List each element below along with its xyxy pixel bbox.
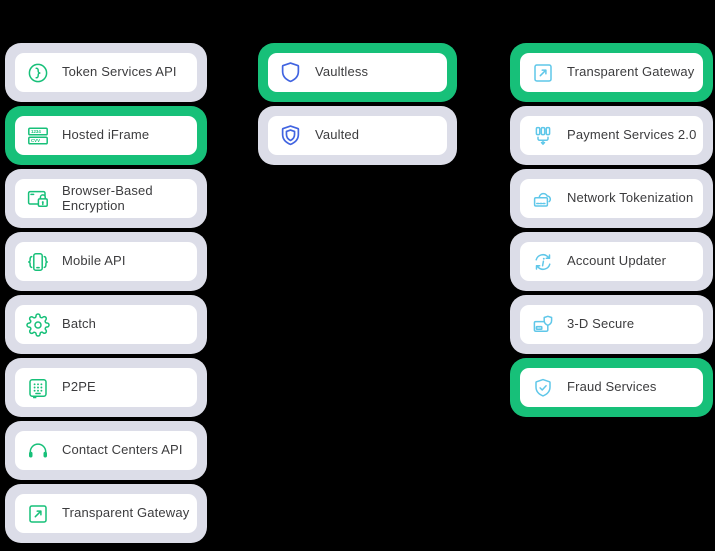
card-label: Token Services API bbox=[62, 64, 177, 80]
card-browser-based-encryption[interactable]: Browser-Based Encryption bbox=[5, 169, 207, 228]
browser-lock-icon bbox=[24, 187, 51, 211]
card-surface: Vaultless bbox=[268, 53, 447, 92]
card-surface: Fraud Services bbox=[520, 368, 703, 407]
card-surface: Batch bbox=[15, 305, 197, 344]
merge-slots-icon bbox=[529, 124, 556, 148]
card-label: Vaulted bbox=[315, 127, 360, 143]
card-contact-centers-api[interactable]: Contact Centers API bbox=[5, 421, 207, 480]
card-vaultless[interactable]: Vaultless bbox=[258, 43, 457, 102]
svg-text:1234: 1234 bbox=[31, 129, 41, 134]
card-surface: Transparent Gateway bbox=[520, 53, 703, 92]
card-fraud-services[interactable]: Fraud Services bbox=[510, 358, 713, 417]
card-batch[interactable]: Batch bbox=[5, 295, 207, 354]
card-surface: Contact Centers API bbox=[15, 431, 197, 470]
shield-icon bbox=[277, 59, 304, 86]
card-token-services-api[interactable]: Token Services API bbox=[5, 43, 207, 102]
expand-arrow-icon bbox=[24, 502, 51, 526]
cloud-card-icon bbox=[529, 187, 556, 211]
card-label: 3-D Secure bbox=[567, 316, 635, 332]
card-surface: Network Tokenization bbox=[520, 179, 703, 218]
card-label: Batch bbox=[62, 316, 96, 332]
card-surface: Account Updater bbox=[520, 242, 703, 281]
svg-text:1234: 1234 bbox=[537, 327, 543, 329]
card-account-updater[interactable]: Account Updater bbox=[510, 232, 713, 291]
card-label: P2PE bbox=[62, 379, 96, 395]
card-label: Transparent Gateway bbox=[567, 64, 695, 80]
card-label: Vaultless bbox=[315, 64, 369, 80]
card-label: Payment Services 2.0 bbox=[567, 127, 697, 143]
card-surface: 1234 3-D Secure bbox=[520, 305, 703, 344]
card-surface: Transparent Gateway bbox=[15, 494, 197, 533]
card-vaulted[interactable]: Vaulted bbox=[258, 106, 457, 165]
card-p2pe[interactable]: P2PE bbox=[5, 358, 207, 417]
keypad-terminal-icon bbox=[24, 376, 51, 400]
card-surface: Mobile API bbox=[15, 242, 197, 281]
card-network-tokenization[interactable]: Network Tokenization bbox=[510, 169, 713, 228]
card-surface: Token Services API bbox=[15, 53, 197, 92]
double-shield-icon bbox=[277, 122, 304, 149]
card-surface: Vaulted bbox=[268, 116, 447, 155]
card-label: Transparent Gateway bbox=[62, 505, 190, 521]
card-surface: P2PE bbox=[15, 368, 197, 407]
gear-icon bbox=[24, 312, 51, 337]
card-label: Hosted iFrame bbox=[62, 127, 150, 143]
card-surface: Payment Services 2.0 bbox=[520, 116, 703, 155]
card-label: Account Updater bbox=[567, 253, 667, 269]
expand-arrow-icon bbox=[529, 61, 556, 85]
card-label: Browser-Based Encryption bbox=[62, 182, 153, 213]
card-mobile-api[interactable]: Mobile API bbox=[5, 232, 207, 291]
card-shield-icon: 1234 bbox=[529, 313, 556, 337]
card-transparent-gateway[interactable]: Transparent Gateway bbox=[5, 484, 207, 543]
token-brace-circle-icon bbox=[24, 61, 51, 85]
card-label: Contact Centers API bbox=[62, 442, 183, 458]
card-payment-services-2-0[interactable]: Payment Services 2.0 bbox=[510, 106, 713, 165]
card-label: Mobile API bbox=[62, 253, 126, 269]
refresh-info-icon bbox=[529, 250, 556, 274]
headset-icon bbox=[24, 439, 51, 463]
mobile-braces-icon bbox=[24, 250, 51, 274]
shield-check-icon bbox=[529, 376, 556, 400]
card-transparent-gateway[interactable]: Transparent Gateway bbox=[510, 43, 713, 102]
card-label: Network Tokenization bbox=[567, 190, 694, 206]
card-label: Fraud Services bbox=[567, 379, 657, 395]
svg-text:CVV: CVV bbox=[31, 138, 40, 143]
card-surface: Browser-Based Encryption bbox=[15, 179, 197, 218]
card-3-d-secure[interactable]: 1234 3-D Secure bbox=[510, 295, 713, 354]
